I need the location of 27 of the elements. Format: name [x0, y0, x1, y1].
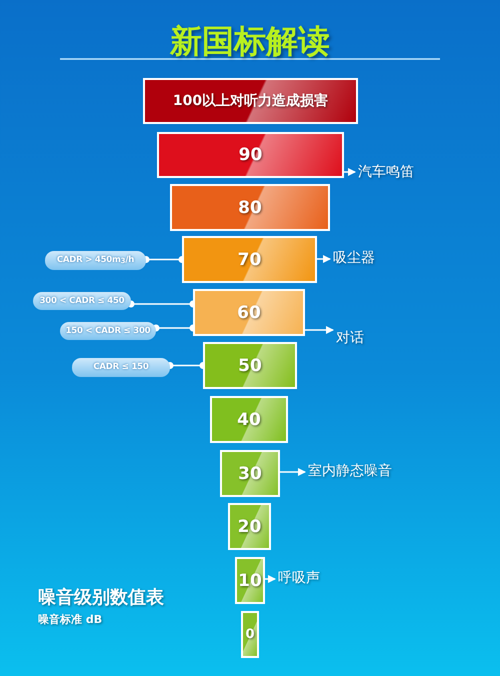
level-bar: 100以上对听力造成损害 — [143, 78, 358, 124]
level-bar: 0 — [241, 611, 259, 658]
arrow — [280, 468, 306, 476]
source-label: 吸尘器 — [333, 249, 393, 269]
arrow — [305, 326, 334, 334]
source-label: 室内静态噪音 — [308, 462, 403, 482]
cadr-pill: 300 < CADR ≤ 450 — [33, 292, 131, 310]
arrow — [344, 168, 356, 176]
source-label: 呼吸声 — [278, 569, 338, 589]
level-bar: 90 — [157, 132, 344, 178]
level-bar: 70 — [182, 236, 317, 283]
level-bar: 50 — [203, 342, 297, 389]
level-bar: 60 — [193, 289, 305, 336]
source-label: 汽车鸣笛 — [358, 163, 428, 183]
source-label: 对话 — [336, 329, 376, 349]
level-bar: 80 — [170, 184, 330, 231]
level-bar: 20 — [228, 503, 271, 550]
title: 新国标解读 — [168, 21, 331, 62]
level-bar: 10 — [235, 557, 265, 604]
arrow — [317, 255, 331, 263]
cadr-pill: 150 < CADR ≤ 300 — [60, 322, 156, 340]
level-bar: 30 — [220, 450, 280, 497]
table-heading: 噪音级别数值表 — [38, 586, 164, 609]
level-bar: 40 — [210, 396, 288, 443]
unit-note: 噪音标准 dB — [38, 612, 102, 627]
arrow — [265, 575, 276, 583]
cadr-pill: CADR ≤ 150 — [72, 358, 170, 377]
